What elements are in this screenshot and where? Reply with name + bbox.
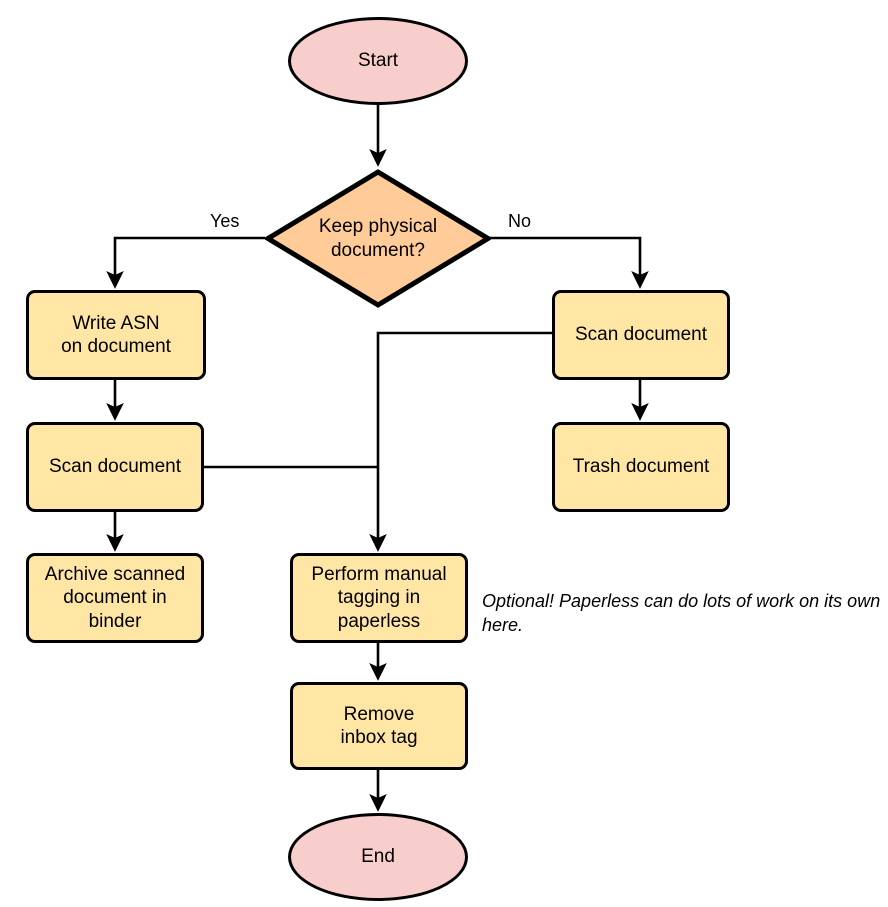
node-scan-document-right-label: Scan document xyxy=(574,324,708,346)
node-scan-document-right[interactable]: Scan document xyxy=(552,290,730,380)
node-end[interactable]: End xyxy=(288,813,468,901)
node-archive-label: Archive scanned document in binder xyxy=(44,564,186,632)
edge-label-no: No xyxy=(508,211,531,232)
node-remove-inbox-tag-label: Remove inbox tag xyxy=(340,703,418,748)
edge-yes-to-write-asn xyxy=(106,236,265,289)
node-manual-tagging-label: Perform manual tagging in paperless xyxy=(311,564,447,632)
node-scan-document-left[interactable]: Scan document xyxy=(26,422,204,512)
node-write-asn-on-document[interactable]: Write ASN on document xyxy=(26,290,206,380)
edge-label-no-text: No xyxy=(508,211,532,231)
node-write-asn-label: Write ASN on document xyxy=(61,312,171,357)
node-remove-inbox-tag[interactable]: Remove inbox tag xyxy=(290,682,468,770)
node-trash-document-label: Trash document xyxy=(572,456,710,478)
node-perform-manual-tagging-in-paperless[interactable]: Perform manual tagging in paperless xyxy=(290,553,468,643)
node-decision-keep-physical-document[interactable]: Keep physical document? xyxy=(265,169,491,308)
node-archive-scanned-document-in-binder[interactable]: Archive scanned document in binder xyxy=(26,553,204,643)
edge-no-to-scan-right xyxy=(490,236,649,289)
node-start-label: Start xyxy=(357,50,399,72)
node-trash-document[interactable]: Trash document xyxy=(552,422,730,512)
node-start[interactable]: Start xyxy=(288,17,468,105)
node-end-label: End xyxy=(361,846,395,868)
annotation-optional-note: Optional! Paperless can do lots of work … xyxy=(482,589,888,638)
annotation-optional-note-text: Optional! Paperless can do lots of work … xyxy=(482,591,881,636)
edge-label-yes-text: Yes xyxy=(210,211,240,231)
diamond-shape xyxy=(265,169,491,308)
edge-label-yes: Yes xyxy=(210,211,239,232)
node-decision-label: Keep physical document? xyxy=(318,216,438,261)
node-scan-document-left-label: Scan document xyxy=(48,456,182,478)
edge-scan-right-to-manual-tagging xyxy=(369,331,552,552)
